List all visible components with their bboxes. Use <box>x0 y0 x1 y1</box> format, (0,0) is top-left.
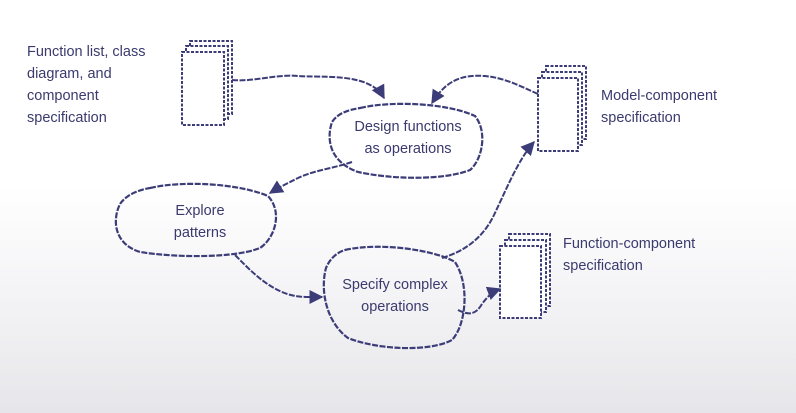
model-component-document-icon <box>537 65 587 152</box>
design-functions-process-blob <box>328 102 484 179</box>
arrow-specify-to-function-component <box>457 286 502 315</box>
explore-patterns-label: Explore patterns <box>173 203 227 241</box>
explore-patterns-process-blob <box>114 182 278 258</box>
model-component-label: Model-component specification <box>601 88 718 126</box>
arrow-function-list-to-design <box>231 74 385 100</box>
arrow-explore-to-specify <box>234 254 324 305</box>
specify-complex-label: Specify complex operations <box>342 277 448 315</box>
arrow-model-component-to-design <box>431 74 539 105</box>
function-list-document-icon <box>181 40 233 126</box>
function-component-document-icon <box>499 233 551 319</box>
function-component-label: Function-component specification <box>563 236 696 274</box>
arrow-design-to-explore <box>268 161 353 194</box>
specify-complex-process-blob <box>322 245 466 350</box>
arrow-specify-to-model-component <box>441 140 535 259</box>
function-list-label: Function list, class diagram, and compon… <box>27 44 146 126</box>
design-functions-label: Design functions as operations <box>354 119 462 157</box>
